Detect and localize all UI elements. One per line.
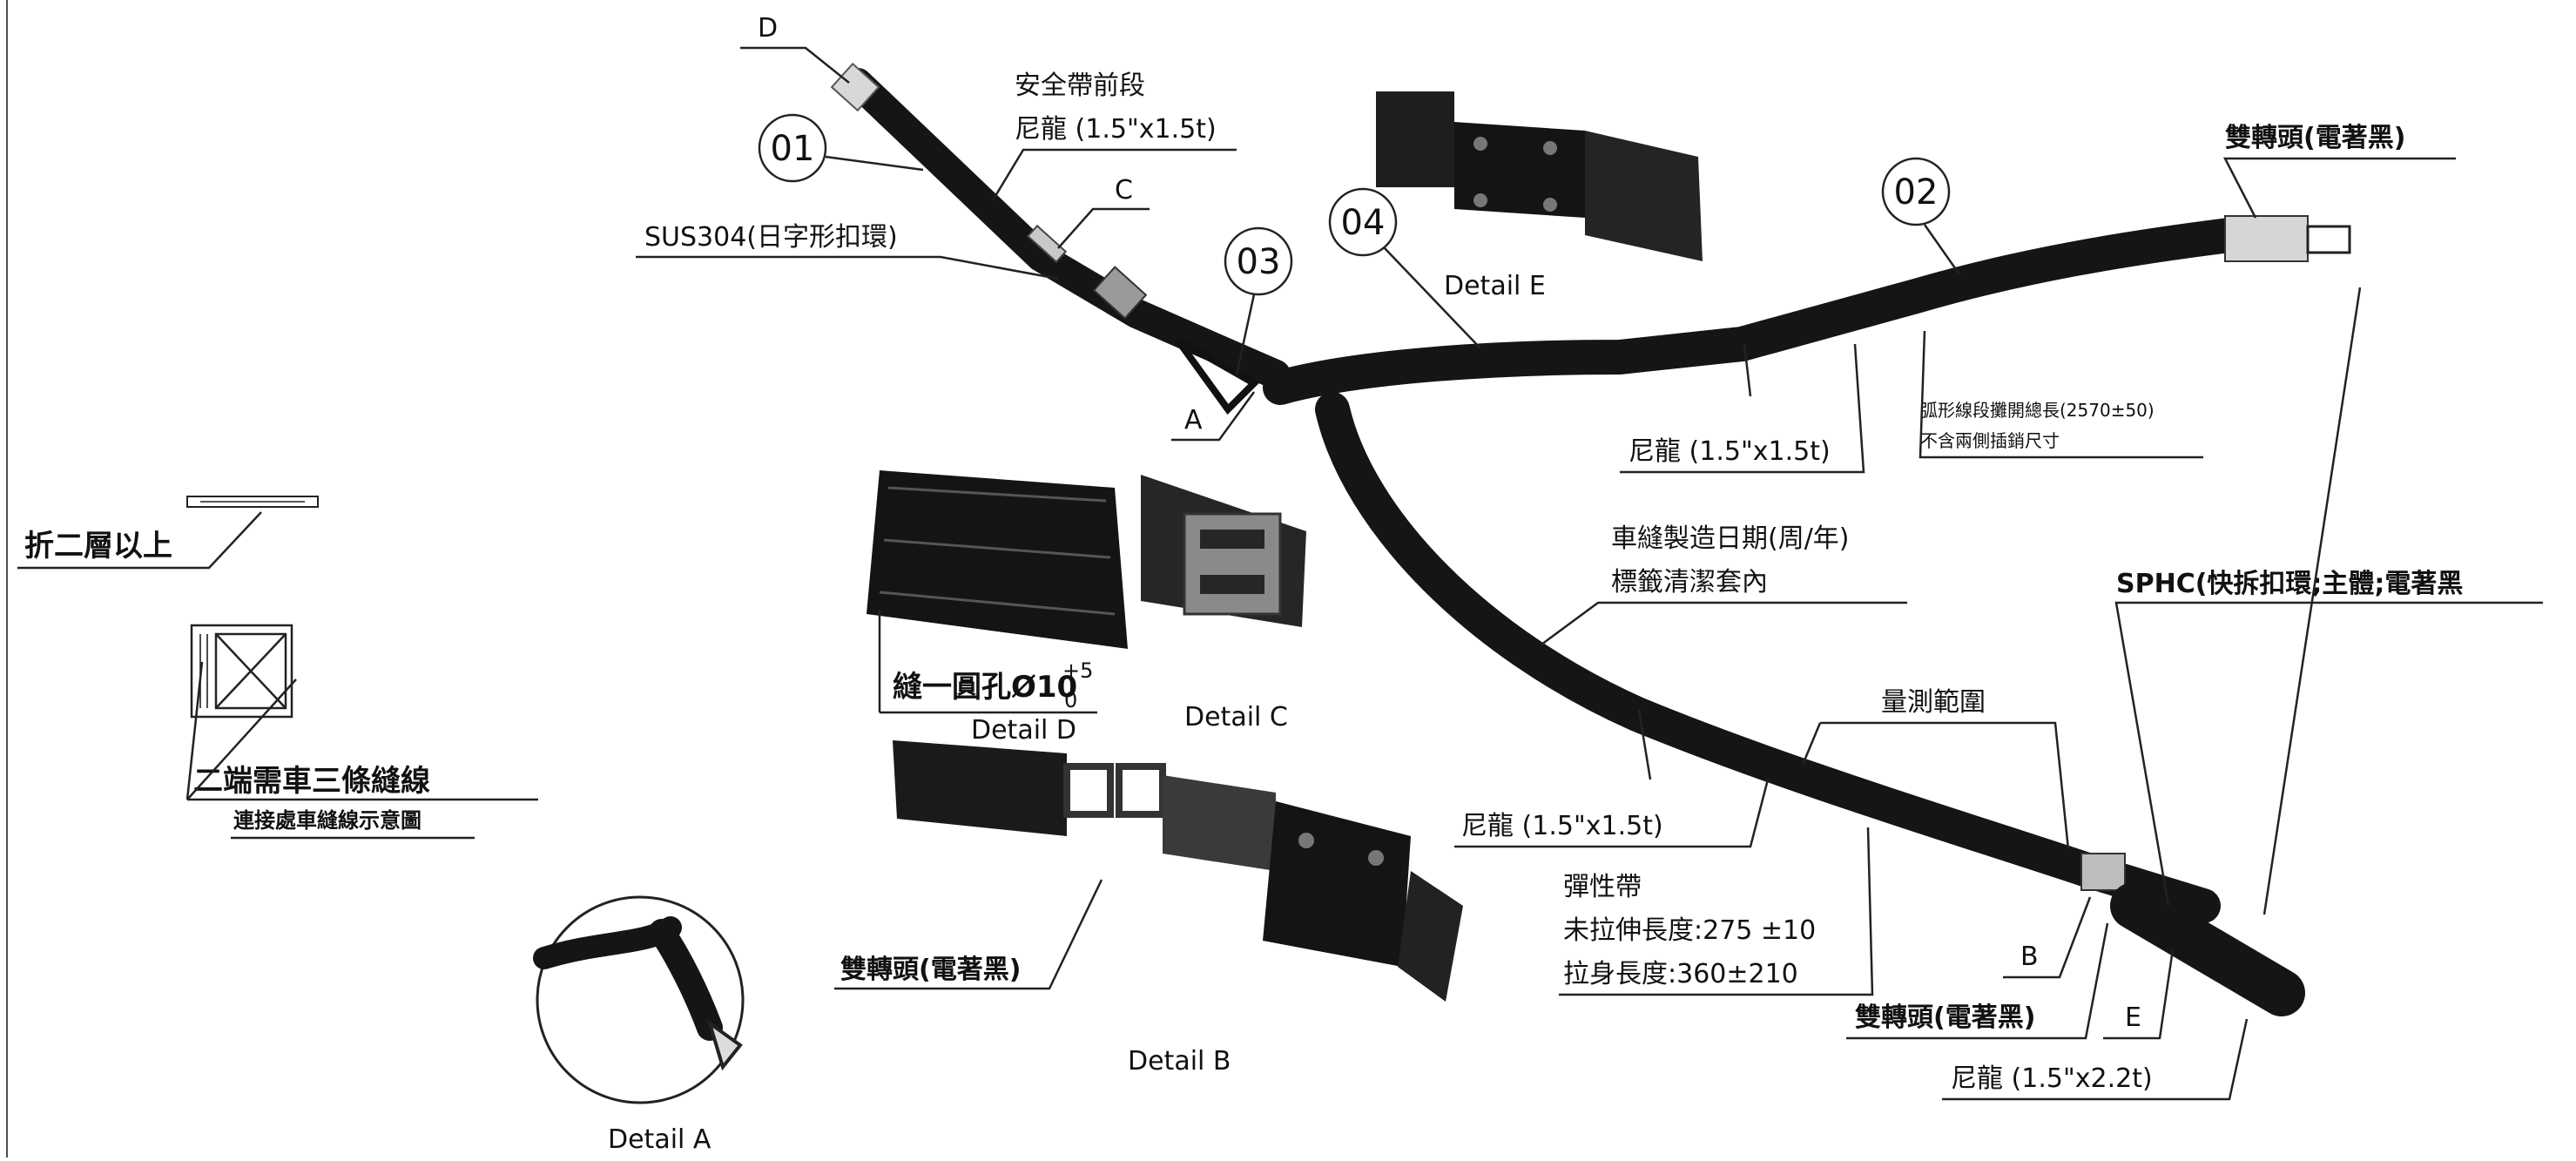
- label-sus304: SUS304(日字形扣環): [644, 222, 898, 253]
- label-nylon-front: 尼龍 (1.5"x1.5t): [1015, 114, 1217, 145]
- ladder-lock: [1092, 266, 1148, 320]
- label-upper-swivel: 雙轉頭(電著黑): [2225, 123, 2405, 153]
- strap-front-section: [843, 68, 1291, 389]
- detail-d-image: [867, 470, 1128, 649]
- letter-b-leader: [2003, 896, 2092, 979]
- label-arc-length: 弧形線段攤開總長(2570±50): [1920, 400, 2155, 421]
- label-measure-leader-r: [1820, 721, 2070, 850]
- detail-c-label: Detail C: [1184, 702, 1288, 732]
- label-sus304-leader: [636, 255, 1059, 280]
- label-nylon-lower-leader: [1454, 779, 1770, 848]
- detail-e-label: Detail E: [1444, 271, 1546, 301]
- detail-c-image: [1141, 475, 1306, 627]
- label-nylon-buckle: 尼龍 (1.5"x2.2t): [1951, 1063, 2153, 1094]
- detail-b-label: Detail B: [1128, 1046, 1231, 1077]
- label-lower-swivel-leader: [1846, 922, 2109, 1040]
- label-nylon-buckle-leader: [1942, 1018, 2249, 1101]
- letter-c-leader: [1057, 207, 1150, 249]
- balloon-01-text: 01: [771, 129, 815, 169]
- label-unstretched: 未拉伸長度:275 ±10: [1563, 915, 1816, 946]
- letter-e-leader: [2103, 948, 2175, 1040]
- label-measure-leader-l: [1801, 722, 1822, 766]
- label-sphc-leader-1: [2114, 601, 2543, 907]
- letter-e: E: [2125, 1002, 2141, 1033]
- detail-d-label: Detail D: [971, 715, 1076, 746]
- sus304-buckle: [1026, 224, 1068, 264]
- balloon-01-leader: [825, 155, 924, 172]
- detail-a-image: [533, 895, 745, 1104]
- label-nylon-lower: 尼龍 (1.5"x1.5t): [1461, 811, 1663, 841]
- label-arc-note: 不含兩側插銷尺寸: [1920, 430, 2060, 451]
- balloon-02-text: 02: [1894, 172, 1939, 213]
- label-date-leader: [1541, 601, 1907, 646]
- strap-upper-arm: [1263, 218, 2247, 405]
- main-strap-assembly: [830, 62, 2351, 1016]
- label-measure-range: 量測範圍: [1881, 687, 1986, 718]
- strap-end-d: [830, 62, 880, 112]
- label-fold-leader: [17, 511, 262, 570]
- label-hole-tol-upper: +5: [1062, 658, 1093, 683]
- label-three-seams: 二端需車三條縫線: [193, 764, 430, 799]
- seam-leader-2: [186, 678, 297, 800]
- triangle-ring: [1174, 336, 1260, 415]
- label-date-2: 標籤清潔套內: [1611, 567, 1768, 597]
- label-sphc-leader-2: [2262, 287, 2362, 915]
- label-arc-leader: [1919, 330, 2203, 459]
- label-elastic-leader: [1559, 827, 1874, 996]
- label-elastic: 彈性帶: [1563, 872, 1642, 902]
- letter-b: B: [2020, 942, 2039, 972]
- balloon-02: 02: [1881, 157, 1951, 226]
- label-date-1: 車縫製造日期(周/年): [1611, 523, 1850, 554]
- label-sphc: SPHC(快拆扣環;主體;電著黑: [2116, 569, 2463, 599]
- label-nylon-upper-leader: [1620, 343, 1865, 474]
- detail-a-label: Detail A: [608, 1124, 711, 1155]
- label-lower-swivel: 雙轉頭(電著黑): [1855, 1002, 2035, 1033]
- balloon-03-text: 03: [1237, 242, 1281, 282]
- balloon-04: 04: [1328, 187, 1398, 257]
- strap-lower-arm: [1315, 392, 2221, 923]
- label-nylon-front-leader: [991, 148, 1237, 201]
- lower-tab: [1637, 709, 1652, 780]
- label-stretched: 拉身長度:360±210: [1563, 959, 1798, 989]
- label-seam-diagram: 連接處車縫線示意圖: [233, 808, 421, 833]
- label-nylon-upper: 尼龍 (1.5"x1.5t): [1629, 436, 1831, 467]
- label-fold: 折二層以上: [24, 529, 172, 564]
- label-hole-tol-lower: 0: [1064, 688, 1077, 712]
- stitch-box-symbol: [190, 624, 293, 719]
- upper-tab: [1743, 343, 1752, 397]
- detail-e-image: [1376, 91, 1703, 261]
- letter-a-leader: [1171, 391, 1256, 442]
- letter-d: D: [758, 13, 778, 44]
- fold-symbol: [186, 496, 319, 508]
- balloon-01: 01: [758, 113, 827, 183]
- strap-upper-taper: [1727, 286, 1939, 353]
- letter-a: A: [1184, 405, 1203, 435]
- letter-c: C: [1115, 175, 1133, 206]
- label-hole: 縫一圓孔Ø10: [893, 670, 1077, 705]
- detail-b-image: [893, 740, 1463, 1002]
- upper-swivel-clip: [2224, 215, 2309, 262]
- quick-release-buckle: [2110, 882, 2305, 1016]
- letter-d-leader: [740, 46, 850, 84]
- label-front-section: 安全帶前段: [1015, 71, 1145, 101]
- label-upper-swivel-leader: [2222, 157, 2456, 219]
- lower-swivel: [2080, 853, 2126, 891]
- label-detail-b-swivel-leader: [834, 879, 1103, 990]
- balloon-03: 03: [1224, 226, 1293, 296]
- seam-leader-1: [185, 661, 204, 800]
- label-detail-b-swivel: 雙轉頭(電著黑): [840, 955, 1021, 985]
- balloon-02-leader: [1923, 224, 1961, 275]
- upper-swivel-ring: [2306, 225, 2351, 254]
- balloon-04-text: 04: [1341, 203, 1386, 243]
- balloon-03-leader: [1235, 294, 1256, 375]
- balloon-04-leader: [1384, 247, 1481, 349]
